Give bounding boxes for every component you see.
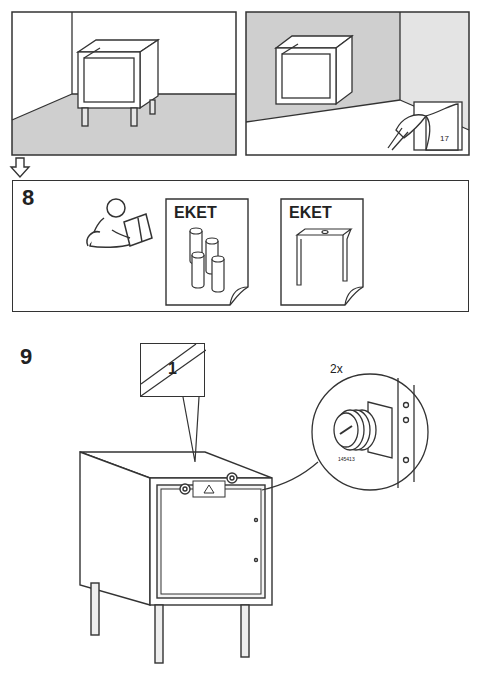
step-panel: 8EKET EKET — [12, 180, 469, 312]
product-name: EKET — [174, 204, 217, 222]
wall-cabinet-scene — [246, 12, 469, 155]
cabinet-back-view — [80, 397, 318, 663]
detail-callout: 2x145413 — [312, 374, 428, 490]
part-label-box: 1 — [140, 343, 205, 397]
quantity: 2x — [330, 362, 343, 376]
part-number: 1 — [168, 360, 177, 378]
product-name: EKET — [289, 204, 332, 222]
manual-booklet: EKET — [166, 199, 248, 305]
step-number: 9 — [20, 344, 32, 370]
next-arrow — [11, 158, 29, 177]
manual-booklet: EKET — [281, 199, 363, 305]
step-number: 8 — [22, 185, 34, 211]
standing-cabinet-scene — [12, 12, 236, 155]
read-manual-icon — [87, 199, 152, 247]
article-number: 145413 — [338, 456, 355, 462]
fitting-detail — [312, 374, 428, 490]
page-reference: 17 — [440, 134, 449, 143]
